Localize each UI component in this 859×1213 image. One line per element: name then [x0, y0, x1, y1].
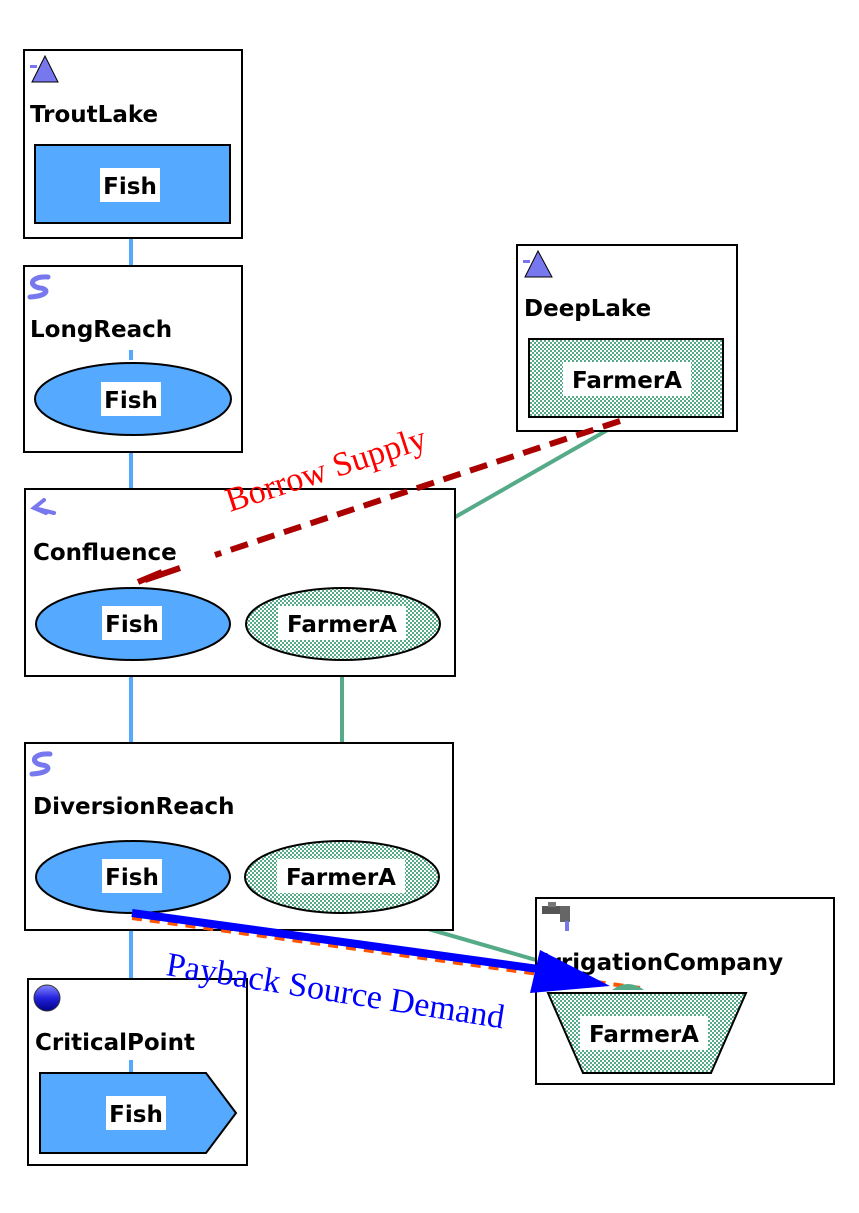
reservoir-triangle-icon	[30, 54, 59, 83]
object-label: FarmerA	[572, 368, 682, 394]
node-title: DeepLake	[524, 296, 651, 322]
node-troutlake[interactable]: TroutLake Fish	[23, 49, 243, 239]
node-title: TroutLake	[30, 102, 158, 128]
object-label: Fish	[103, 174, 157, 200]
object-label: FarmerA	[589, 1022, 699, 1048]
node-title: LongReach	[30, 317, 172, 343]
payback-source-demand-link[interactable]	[131, 909, 610, 993]
farmer-link-arrowhead	[612, 984, 644, 990]
blue-sphere-icon	[33, 984, 61, 1012]
object-label: Fish	[109, 1102, 163, 1128]
reservoir-triangle-icon	[523, 249, 553, 278]
object-label: Fish	[105, 612, 159, 638]
reach-s-icon	[27, 274, 51, 300]
node-criticalpoint[interactable]: CriticalPoint Fish	[27, 978, 248, 1166]
payback-demand-dashed-link[interactable]	[131, 916, 641, 990]
node-title: DiversionReach	[33, 794, 235, 820]
borrow-supply-link[interactable]	[136, 418, 621, 585]
node-title: Confluence	[33, 540, 177, 566]
node-longreach[interactable]: LongReach Fish	[23, 265, 243, 453]
node-confluence[interactable]: Confluence Fish FarmerA	[24, 488, 456, 677]
node-irrigationcompany[interactable]: IrrigationCompany FarmerA	[535, 897, 835, 1085]
confluence-icon	[30, 498, 56, 515]
object-label: FarmerA	[287, 612, 397, 638]
object-label: Fish	[105, 865, 159, 891]
reach-s-icon	[29, 751, 53, 777]
object-label: FarmerA	[286, 865, 396, 891]
node-diversionreach[interactable]: DiversionReach Fish FarmerA	[24, 742, 454, 931]
faucet-icon	[542, 902, 570, 931]
node-title: CriticalPoint	[35, 1030, 195, 1056]
node-deeplake[interactable]: DeepLake FarmerA	[516, 244, 738, 432]
object-label: Fish	[104, 388, 158, 414]
